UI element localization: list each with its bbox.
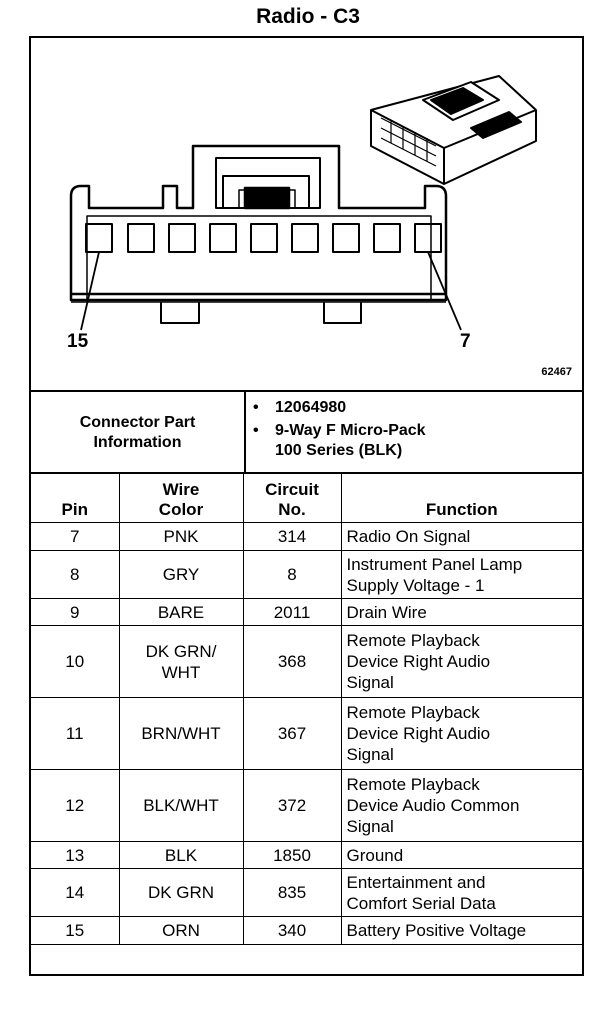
function-cell: Radio On Signal <box>340 522 582 551</box>
connector-info-section: Connector Part Information • 12064980 • 9-… <box>31 390 582 474</box>
header-pin: Pin <box>31 472 120 523</box>
function-cell: Drain Wire <box>340 598 582 626</box>
connector-body-outline <box>69 144 448 302</box>
connector-info-label-line1: Connector Part <box>79 414 196 431</box>
terminal-cavities <box>85 223 442 253</box>
circuit-cell: 1850 <box>242 841 342 869</box>
circuit-cell: 372 <box>242 769 342 842</box>
connector-description-line2: 100 Series (BLK) <box>275 442 403 459</box>
pin-label-15: 15 <box>67 331 89 352</box>
pin-cell: 11 <box>31 697 120 770</box>
connector-info-values: • 12064980 • 9-Way F Micro-Pack 100 Series… <box>253 398 573 461</box>
wire-color-cell: BRN/WHT <box>118 697 244 770</box>
pin-cell: 15 <box>31 916 120 945</box>
pin-cell: 14 <box>31 868 120 917</box>
figure-number: 62467 <box>541 366 572 378</box>
pin-cell: 9 <box>31 598 120 626</box>
connector-description-line1: 9-Way F Micro-Pack <box>275 422 426 439</box>
pin-cell: 8 <box>31 550 120 599</box>
wire-color-cell: BLK/WHT <box>118 769 244 842</box>
pin-cell: 10 <box>31 625 120 698</box>
pin-label-7: 7 <box>460 331 471 352</box>
wire-color-cell: BLK <box>118 841 244 869</box>
circuit-cell: 368 <box>242 625 342 698</box>
circuit-cell: 314 <box>242 522 342 551</box>
bullet-icon: • <box>253 399 259 416</box>
circuit-cell: 835 <box>242 868 342 917</box>
circuit-cell: 2011 <box>242 598 342 626</box>
wire-color-cell: ORN <box>118 916 244 945</box>
connector-isometric-view <box>370 75 537 185</box>
header-function: Function <box>340 472 582 523</box>
function-cell: Ground <box>340 841 582 869</box>
circuit-cell: 8 <box>242 550 342 599</box>
wire-color-cell: DK GRN/WHT <box>118 625 244 698</box>
pin-cell: 7 <box>31 522 120 551</box>
wire-color-cell: DK GRN <box>118 868 244 917</box>
wire-color-cell: PNK <box>118 522 244 551</box>
connector-drawing: 15 7 62467 <box>31 38 582 390</box>
connector-face-svg <box>69 75 537 331</box>
part-number: 12064980 <box>275 399 347 416</box>
pin-cell: 13 <box>31 841 120 869</box>
circuit-cell: 340 <box>242 916 342 945</box>
circuit-cell: 367 <box>242 697 342 770</box>
diagram-title: Radio - C3 <box>256 5 360 28</box>
connector-frame: 15 7 62467 Connector Part Information • 1… <box>29 36 584 976</box>
connector-info-label: Connector Part Information <box>31 392 246 474</box>
bullet-icon: • <box>253 422 259 439</box>
connector-info-label-line2: Information <box>93 434 182 451</box>
wire-color-cell: GRY <box>118 550 244 599</box>
function-cell: Battery Positive Voltage <box>340 916 582 945</box>
pin-cell: 12 <box>31 769 120 842</box>
wire-color-cell: BARE <box>118 598 244 626</box>
